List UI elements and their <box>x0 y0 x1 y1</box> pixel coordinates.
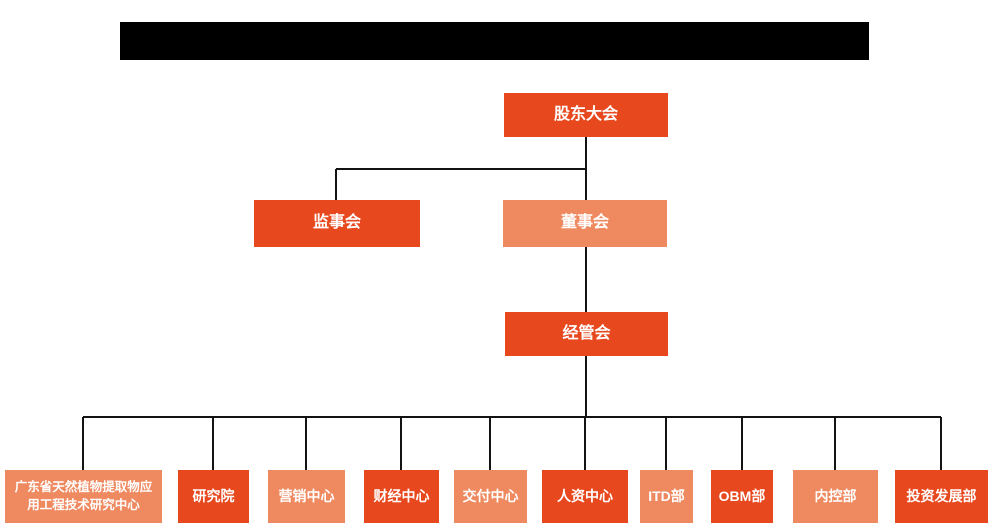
node-supervisory-board: 监事会 <box>254 200 420 247</box>
node-dept-hr-center: 人资中心 <box>542 470 628 523</box>
redacted-title-bar <box>120 22 869 60</box>
node-management-committee: 经管会 <box>505 312 668 356</box>
node-dept-internal-control: 内控部 <box>793 470 878 523</box>
node-dept-research-center: 广东省天然植物提取物应 用工程技术研究中心 <box>5 470 162 523</box>
node-dept-marketing-center: 营销中心 <box>268 470 345 523</box>
node-dept-investment-development: 投资发展部 <box>895 470 988 523</box>
node-shareholders-meeting: 股东大会 <box>504 93 668 137</box>
node-dept-research-institute: 研究院 <box>178 470 249 523</box>
node-board-of-directors: 董事会 <box>503 200 667 247</box>
node-dept-delivery-center: 交付中心 <box>454 470 527 523</box>
node-dept-itd: ITD部 <box>640 470 693 523</box>
node-dept-obm: OBM部 <box>711 470 773 523</box>
node-dept-finance-center: 财经中心 <box>364 470 439 523</box>
